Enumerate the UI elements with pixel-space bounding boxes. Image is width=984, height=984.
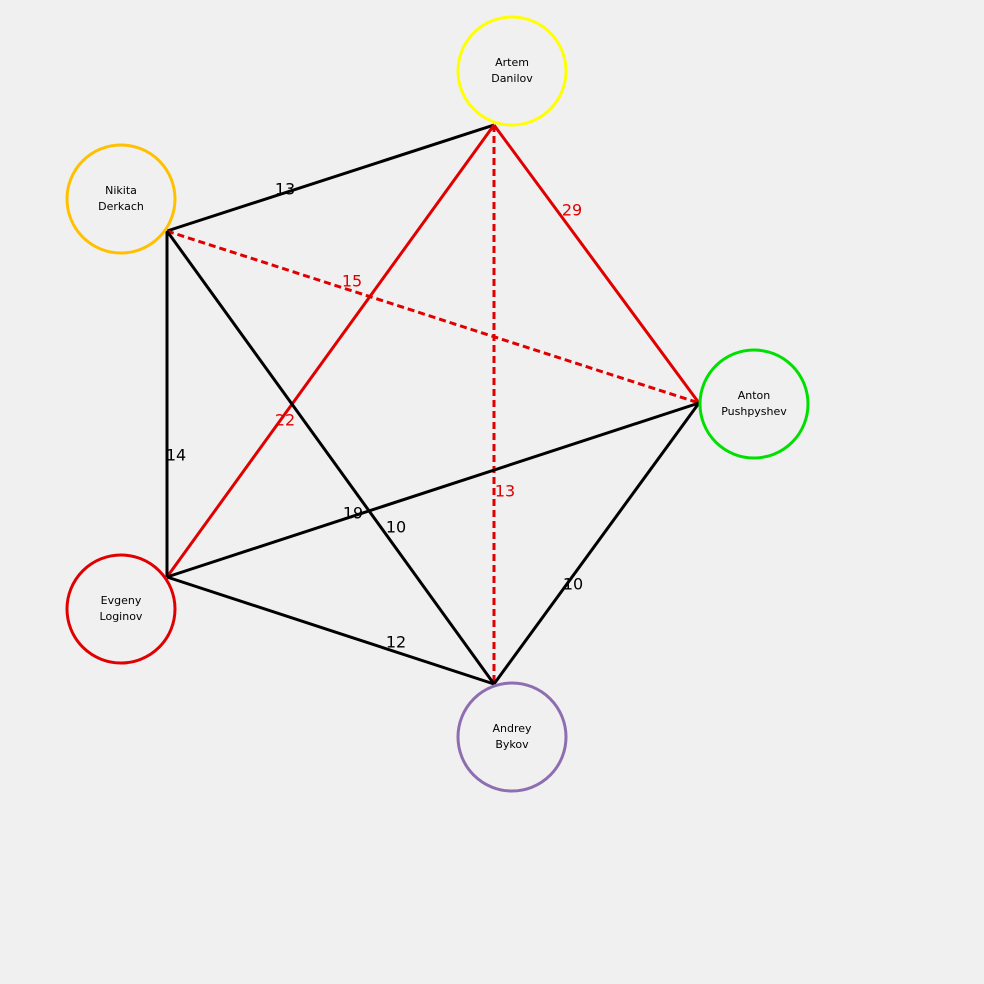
edge-nikita-artem [166, 123, 495, 233]
edge-artem-evgeny [165, 124, 496, 578]
edge-weight-nikita-anton: 15 [342, 272, 362, 291]
edge-nikita-anton [166, 229, 700, 405]
edge-nikita-andrey [165, 230, 496, 685]
edge-weight-nikita-andrey: 10 [386, 518, 406, 537]
node-first-name-artem: Artem [495, 56, 529, 69]
node-circle-anton [698, 348, 810, 460]
node-first-name-nikita: Nikita [105, 184, 137, 197]
edge-weight-nikita-evgeny: 14 [166, 446, 186, 465]
edge-weight-artem-anton: 29 [562, 201, 582, 220]
edge-weight-evgeny-andrey: 12 [386, 633, 406, 652]
node-first-name-evgeny: Evgeny [101, 594, 142, 607]
node-circle-artem [456, 15, 568, 127]
nodes-layer: ArtemDanilovNikitaDerkachAntonPushpyshev… [65, 15, 810, 793]
edge-weight-nikita-artem: 13 [275, 180, 295, 199]
node-last-name-anton: Pushpyshev [721, 405, 787, 418]
node-first-name-anton: Anton [738, 389, 771, 402]
edge-weight-andrey-anton: 10 [563, 575, 583, 594]
edge-andrey-anton [492, 402, 701, 685]
edge-evgeny-andrey [166, 575, 495, 686]
node-circle-evgeny [65, 553, 177, 665]
edge-weight-evgeny-anton: 19 [343, 504, 363, 523]
edge-evgeny-anton [166, 401, 700, 579]
edges-layer: 13 29 22 13 15 14 10 19 12 10 [165, 123, 701, 686]
node-circle-andrey [456, 681, 568, 793]
node-first-name-andrey: Andrey [492, 722, 532, 735]
edge-artem-anton [492, 124, 701, 404]
edge-weight-artem-evgeny: 22 [275, 411, 295, 430]
edge-weight-artem-andrey: 13 [495, 482, 515, 501]
node-last-name-evgeny: Loginov [100, 610, 143, 623]
node-last-name-andrey: Bykov [495, 738, 529, 751]
node-circle-nikita [65, 143, 177, 255]
node-last-name-artem: Danilov [491, 72, 533, 85]
node-last-name-nikita: Derkach [98, 200, 144, 213]
